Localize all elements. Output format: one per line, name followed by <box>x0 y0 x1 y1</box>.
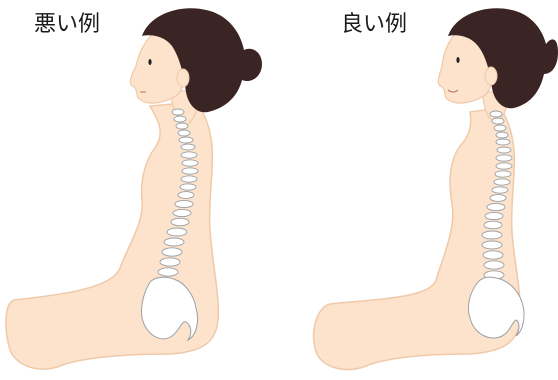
bad-posture-figure <box>6 8 262 369</box>
good-posture-figure <box>314 8 558 369</box>
